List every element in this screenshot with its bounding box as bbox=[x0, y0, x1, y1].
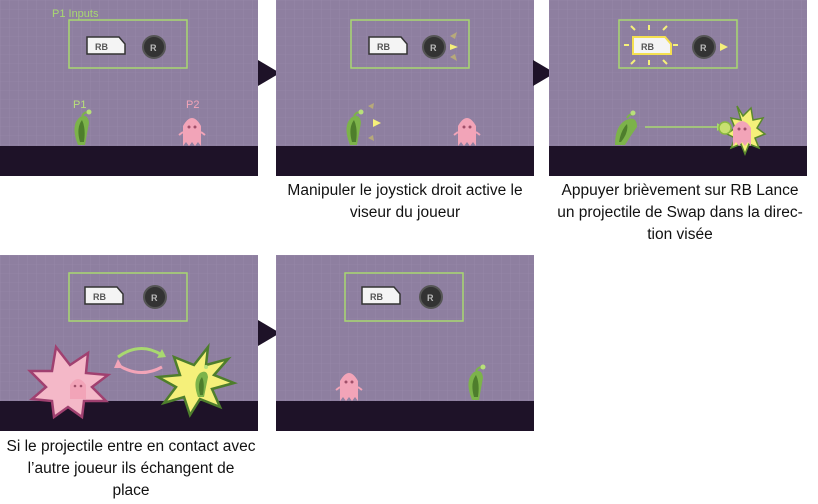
panel-step-1: P1 Inputs RB R P1 P2 bbox=[0, 0, 258, 176]
caption-step-3: Appuyer brièvement sur RB Lance un proje… bbox=[557, 182, 803, 243]
right-stick-icon: R bbox=[692, 35, 728, 59]
floor bbox=[276, 146, 534, 176]
p1-character-icon bbox=[615, 110, 637, 145]
svg-text:RB: RB bbox=[95, 42, 108, 52]
p2-character-icon bbox=[178, 118, 206, 146]
p2-character-icon bbox=[453, 118, 481, 146]
svg-text:RB: RB bbox=[93, 292, 106, 302]
panel-step-3: RB R bbox=[549, 0, 807, 176]
right-stick-icon: R bbox=[143, 285, 167, 309]
inputs-box bbox=[618, 19, 738, 69]
rb-button-pressed-icon: RB bbox=[624, 25, 678, 65]
svg-text:RB: RB bbox=[370, 292, 383, 302]
svg-text:RB: RB bbox=[377, 42, 390, 52]
inputs-label: P1 Inputs bbox=[52, 8, 99, 20]
step-arrow-icon bbox=[258, 320, 280, 346]
p1-label: P1 bbox=[73, 99, 86, 111]
p2-label: P2 bbox=[186, 99, 199, 111]
stick-direction-arrows-icon bbox=[450, 32, 458, 61]
inputs-box bbox=[344, 272, 464, 322]
step-arrow-icon bbox=[258, 60, 280, 86]
p1-character-icon bbox=[468, 364, 486, 400]
rb-button-icon: RB bbox=[84, 286, 124, 305]
floor bbox=[276, 401, 534, 431]
floor bbox=[549, 146, 807, 176]
inputs-box bbox=[68, 272, 188, 322]
aim-reticle-icon bbox=[368, 103, 381, 141]
svg-text:RB: RB bbox=[641, 42, 654, 52]
svg-text:R: R bbox=[427, 293, 434, 303]
right-stick-icon: R bbox=[419, 285, 443, 309]
svg-text:R: R bbox=[151, 293, 158, 303]
panel-step-4: RB R bbox=[0, 255, 258, 431]
caption-step-4: Si le projectile entre en contact avec l… bbox=[6, 438, 256, 499]
swap-arrows-icon bbox=[114, 347, 166, 374]
svg-text:R: R bbox=[150, 43, 157, 53]
floor bbox=[0, 146, 258, 176]
svg-text:R: R bbox=[700, 43, 707, 53]
p1-character-icon bbox=[346, 109, 364, 145]
inputs-box bbox=[68, 19, 188, 69]
caption-step-2: Manipuler le joystick droit active le vi… bbox=[287, 182, 523, 221]
p1-character-icon bbox=[74, 109, 92, 145]
panel-step-2: RB R bbox=[276, 0, 534, 176]
right-stick-icon: R bbox=[422, 35, 446, 59]
p2-hit-impact-icon bbox=[718, 105, 767, 157]
rb-button-icon: RB bbox=[368, 36, 408, 55]
rb-button-icon: RB bbox=[86, 36, 126, 55]
right-stick-icon: R bbox=[142, 35, 166, 59]
p1-swap-burst-icon bbox=[153, 342, 238, 418]
rb-button-icon: RB bbox=[361, 286, 401, 305]
p2-character-icon bbox=[335, 373, 363, 401]
p2-swap-burst-icon bbox=[26, 343, 112, 420]
panel-step-5: RB R bbox=[276, 255, 534, 431]
svg-text:R: R bbox=[430, 43, 437, 53]
inputs-box bbox=[350, 19, 470, 69]
step-arrow-icon bbox=[533, 60, 555, 86]
